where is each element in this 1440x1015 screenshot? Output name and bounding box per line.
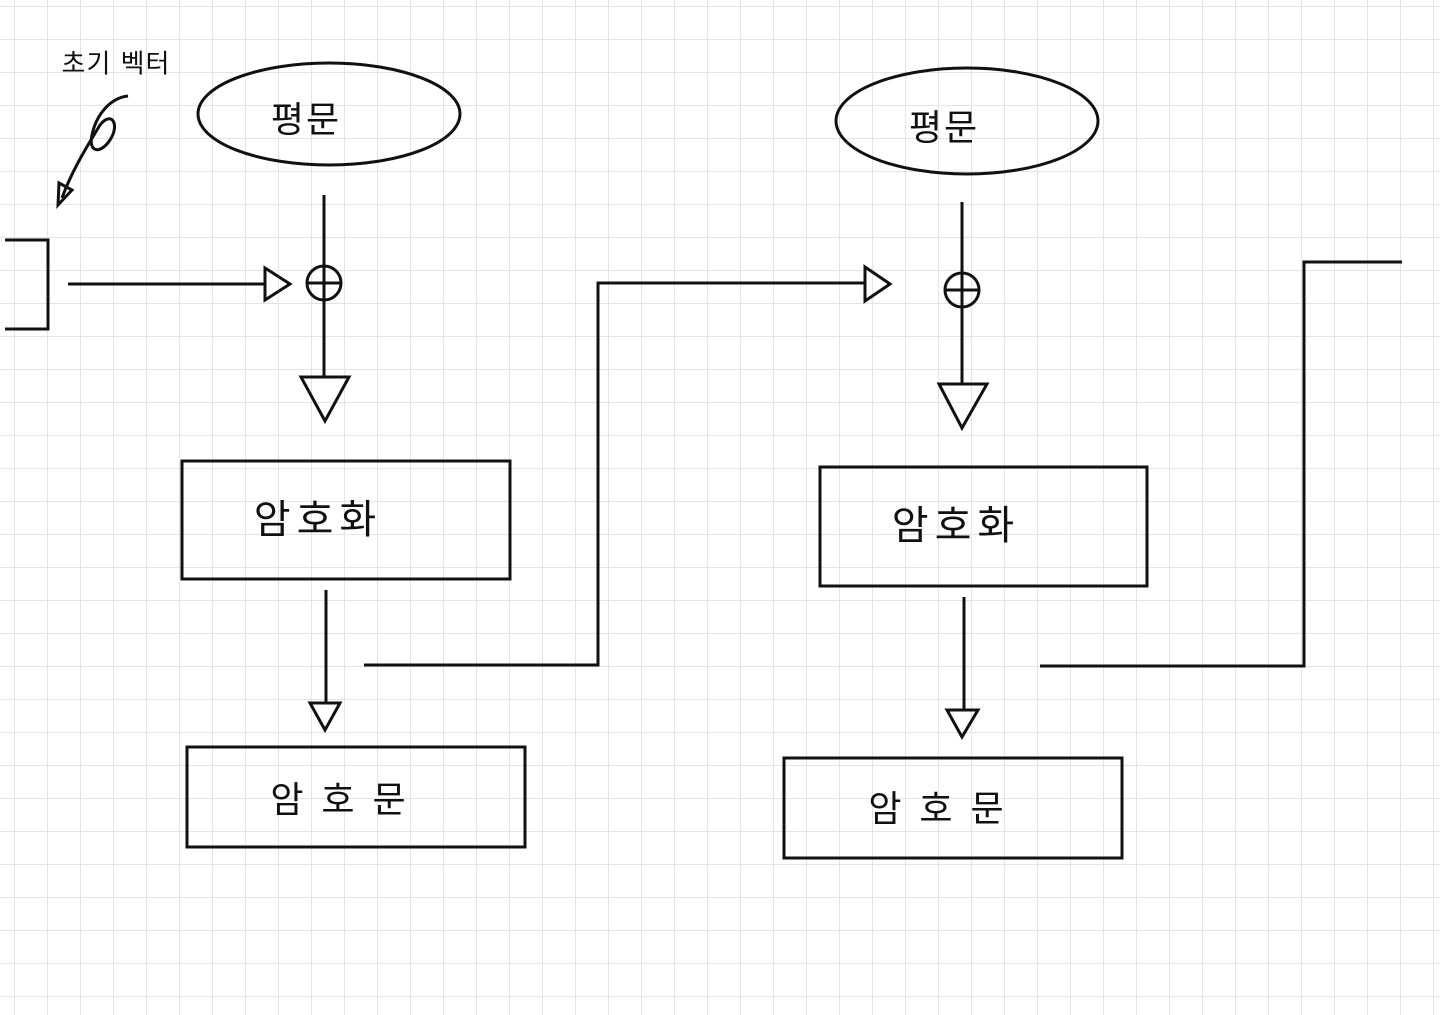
ciphertext-label-2: 암호문 — [868, 789, 1022, 830]
plaintext-ellipse-1 — [196, 61, 462, 167]
plaintext-label-1: 평문 — [270, 100, 342, 141]
down-arrowhead-1 — [298, 375, 352, 425]
encrypt-label-1: 암호화 — [253, 497, 383, 543]
plaintext-label-2: 평문 — [908, 108, 980, 149]
plaintext-ellipse-2 — [834, 66, 1100, 176]
cipher-arrowhead-2 — [944, 708, 981, 741]
cipher-arrowhead-1 — [307, 701, 343, 734]
ciphertext-label-1: 암호문 — [270, 780, 424, 821]
iv-pointer-arrowhead — [56, 180, 75, 210]
encrypt-label-2: 암호화 — [891, 503, 1021, 549]
iv-pointer-arrow — [60, 94, 129, 199]
encrypt-box-1 — [180, 459, 512, 581]
chain-arrowhead-1 — [863, 264, 893, 304]
down-arrowhead-2 — [936, 382, 990, 432]
ciphertext-box-2 — [782, 756, 1124, 860]
ciphertext-box-1 — [185, 745, 527, 849]
iv-arrowhead — [263, 265, 293, 303]
iv-label: 초기 벡터 — [61, 49, 171, 80]
chain-line-1 — [364, 281, 865, 667]
encrypt-box-2 — [818, 465, 1149, 588]
iv-box — [5, 238, 50, 331]
chain-line-2 — [1040, 260, 1402, 668]
